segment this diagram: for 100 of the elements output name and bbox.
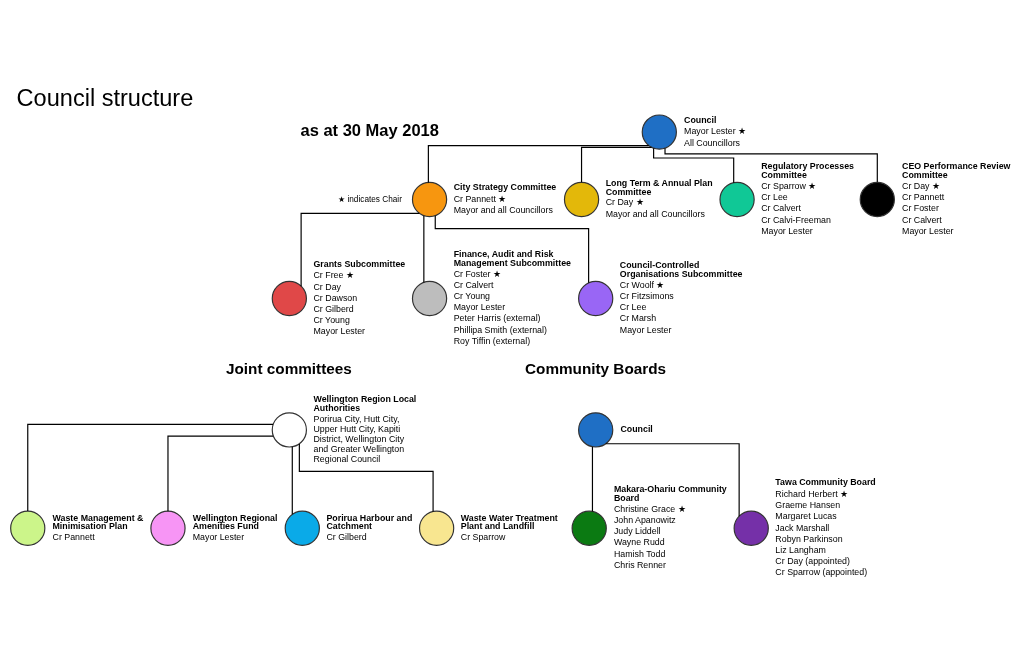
node-label: Makara-Ohariu Community Board xyxy=(613,483,727,503)
node-label: Mayor and all Councillors xyxy=(453,204,553,215)
connector xyxy=(605,442,740,517)
node-label: City Strategy Committee xyxy=(453,181,557,192)
node-label: Cr Calvert xyxy=(902,214,942,225)
node-circle xyxy=(859,181,895,217)
node-label: Cr Calvert xyxy=(453,279,494,290)
connector xyxy=(664,147,878,183)
node-label: Richard Herbert ★ xyxy=(775,488,849,499)
node-circle xyxy=(733,510,769,546)
node-label: Cr Young xyxy=(453,290,491,301)
node-label: Wellington Region Local Authorities xyxy=(313,393,417,413)
node-label: Mayor Lester xyxy=(192,531,245,542)
node-circle xyxy=(271,280,307,316)
node-circle xyxy=(571,510,607,546)
node-label: Cr Sparrow ★ xyxy=(761,180,817,191)
node-label: Waste Water Treatment Plant and Landfill xyxy=(460,512,558,531)
node-label: Cr Lee xyxy=(761,191,788,202)
node-label: Porirua Harbour and Catchment xyxy=(326,512,413,531)
node-label: Cr Calvi-Freeman xyxy=(761,214,831,225)
node-label: Cr Foster xyxy=(902,202,939,213)
node-label: Peter Harris (external) xyxy=(453,312,541,323)
node-label: Cr Sparrow xyxy=(460,531,506,542)
node-label: Cr Fitzsimons xyxy=(619,290,674,301)
node-label: Hamish Todd xyxy=(613,548,666,559)
connector xyxy=(580,146,653,183)
node-label: Christine Grace ★ xyxy=(613,503,686,514)
node-label: Regulatory Processes Committee xyxy=(761,160,854,180)
connector xyxy=(167,435,274,512)
node-label: All Councillors xyxy=(684,137,740,148)
node-circle xyxy=(563,181,600,217)
label: as at 30 May 2018 xyxy=(300,120,439,139)
node-label: Cr Gilberd xyxy=(326,531,367,542)
node-label: Mayor Lester xyxy=(313,325,366,336)
node-label: Mayor Lester xyxy=(902,225,954,236)
node-label: Porirua City, Hutt City, Upper Hutt City, Kapiti District, Wellington City and Greater Wellington Regional Council xyxy=(313,413,405,464)
node-label: Mayor Lester ★ xyxy=(684,125,747,136)
node-label: Cr Day ★ xyxy=(605,196,644,207)
node-label: Graeme Hansen xyxy=(775,499,841,510)
node-circle xyxy=(641,113,677,150)
node-label: Cr Foster ★ xyxy=(453,268,501,279)
node-label: John Apanowitz xyxy=(613,514,676,525)
connector xyxy=(434,214,590,283)
label: Joint committees xyxy=(226,359,352,377)
node-label: Cr Woolf ★ xyxy=(619,279,665,290)
node-label: Cr Day ★ xyxy=(902,180,940,191)
node-label: Cr Pannett ★ xyxy=(453,193,507,204)
label: Community Boards xyxy=(524,359,667,377)
node-label: Long Term & Annual Plan Committee xyxy=(605,177,713,197)
node-label: Roy Tiffin (external) xyxy=(453,335,531,346)
connector xyxy=(291,445,293,515)
node-label: Wellington Regional Amenities Fund xyxy=(192,512,278,531)
node-label: Cr Lee xyxy=(619,301,647,312)
node-circle xyxy=(411,181,448,217)
node-label: Cr Sparrow (appointed) xyxy=(775,566,868,577)
node-label: CEO Performance Review Committee xyxy=(902,160,1011,180)
node-label: Mayor Lester xyxy=(761,225,813,236)
node-label: Council-Controlled Organisations Subcommittee xyxy=(619,259,743,279)
node-label: Cr Marsh xyxy=(619,312,657,323)
diagram-title: Council structure xyxy=(16,84,194,111)
node-circle xyxy=(578,411,614,448)
node-label: Wayne Rudd xyxy=(613,536,665,547)
node-circle xyxy=(578,280,614,316)
connector xyxy=(298,442,434,512)
connector xyxy=(653,147,735,183)
node-circle xyxy=(10,510,46,546)
node-label: Cr Young xyxy=(313,314,350,325)
node-label: Council xyxy=(684,114,717,125)
node-label: Cr Calvert xyxy=(761,202,801,213)
node-label: Margaret Lucas xyxy=(775,510,837,521)
node-label: Cr Day xyxy=(313,281,341,292)
node-label: Mayor Lester xyxy=(619,324,672,335)
node-label: Cr Free ★ xyxy=(313,269,354,280)
node-circle xyxy=(411,280,448,316)
node-label: Finance, Audit and Risk Management Subcommittee xyxy=(453,248,571,268)
node-circle xyxy=(418,510,455,546)
node-label: Jack Marshall xyxy=(775,522,830,533)
node-label: Mayor Lester xyxy=(453,301,506,312)
node-label: Cr Day (appointed) xyxy=(775,555,850,566)
node-label: Waste Management & Minimisation Plan xyxy=(52,512,144,531)
connector xyxy=(300,212,421,287)
node-circle xyxy=(719,181,755,217)
connector xyxy=(427,144,650,183)
node-label: Cr Dawson xyxy=(313,292,358,303)
node-label: Cr Gilberd xyxy=(313,303,354,314)
node-label: Judy Liddell xyxy=(613,525,661,536)
connector xyxy=(591,445,594,512)
node-label: Mayor and all Councillors xyxy=(605,208,705,219)
node-label: Tawa Community Board xyxy=(775,476,876,487)
node-label: Liz Langham xyxy=(775,544,826,555)
connector xyxy=(423,214,425,283)
node-label: Grants Subcommittee xyxy=(313,258,406,269)
connector xyxy=(27,423,274,512)
node-circle xyxy=(284,510,320,546)
node-label: Council xyxy=(620,423,653,434)
node-circle xyxy=(271,411,307,448)
node-label: Robyn Parkinson xyxy=(775,533,843,544)
node-circle xyxy=(150,510,186,546)
node-label: Cr Pannett xyxy=(52,531,95,542)
node-label: Chris Renner xyxy=(613,559,666,570)
